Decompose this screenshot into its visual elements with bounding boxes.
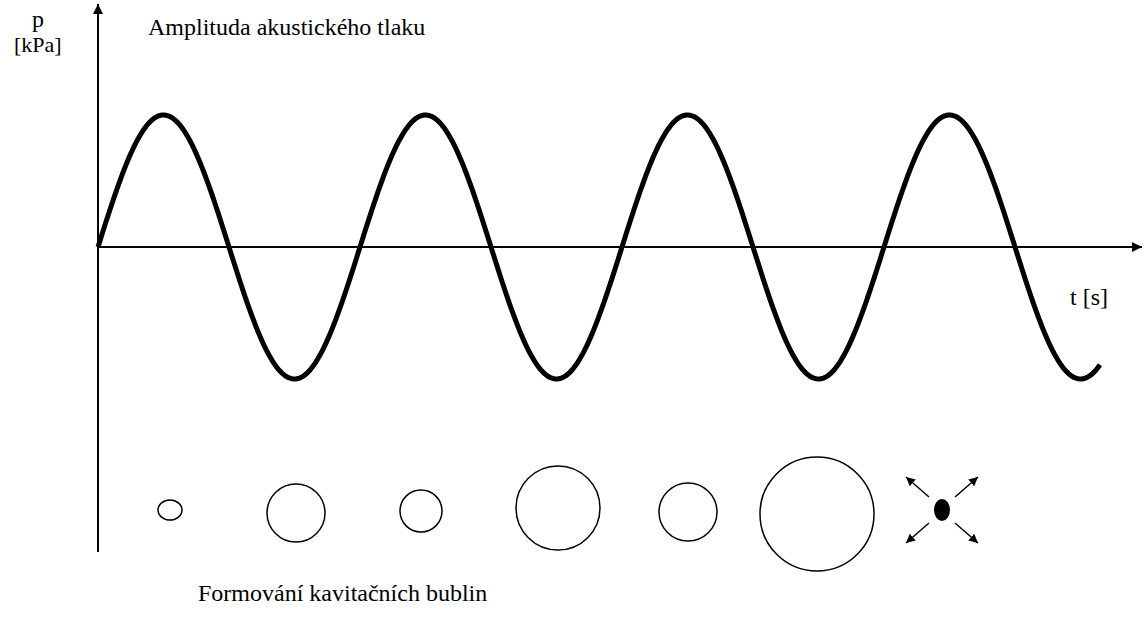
implosion-arrow xyxy=(906,477,929,497)
implosion-arrow xyxy=(955,523,978,543)
collapsed-bubble xyxy=(934,499,950,521)
bubble xyxy=(267,484,325,542)
bubble xyxy=(659,483,717,541)
bubble xyxy=(158,500,182,520)
pressure-wave xyxy=(98,115,1100,379)
axis-symbol: p xyxy=(32,6,44,32)
axis-unit: [kPa] xyxy=(14,33,62,57)
cavitation-bubbles xyxy=(158,457,874,571)
implosion-arrow xyxy=(955,477,978,497)
imploding-bubble xyxy=(906,477,978,543)
implosion-arrow xyxy=(906,523,929,543)
bubble xyxy=(516,466,600,550)
bubble xyxy=(400,490,442,532)
caption-label: Formování kavitačních bublin xyxy=(198,580,487,606)
axis-label: t [s] xyxy=(1070,284,1108,310)
axis-title: Amplituda akustického tlaku xyxy=(148,14,425,40)
bubble xyxy=(760,457,874,571)
y-axis xyxy=(97,4,99,552)
